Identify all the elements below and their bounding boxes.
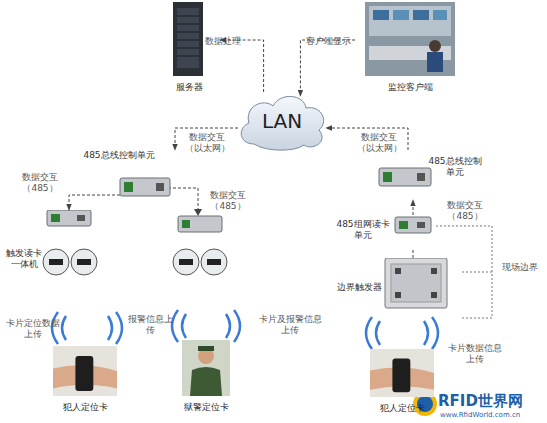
card-node: 狱警定位卡 [170,338,242,420]
annotation-label: 现场边界 [496,262,544,273]
control-unit: 485总线控制单元 [375,150,485,200]
node-label: 服务器 [158,82,220,93]
annotation-label: 卡片及报警信息上传 [258,314,322,336]
edge-label: 数据交互（以太网） [182,132,232,154]
network-reader: 485组网读卡单元 [335,215,435,250]
edge-label: 数据交互（以太网） [354,132,404,154]
reader-device [173,216,227,275]
annotation-label: 报警信息上传 [126,314,174,336]
connector-arrow [175,128,238,150]
connector-arrow [69,195,120,210]
node-label: 触发读卡一体机 [5,248,43,270]
node-label: 狱警定位卡 [170,402,242,413]
node-label: 监控客户端 [355,82,465,93]
annotation-label: 数据交互（485） [205,190,251,212]
connector-arrow [413,200,414,215]
annotation-label: www.RfidWorld.com.cn [440,411,546,420]
leader-arrow [168,188,198,213]
edge-label: 数据交互（485） [16,172,64,194]
connector-arrow [220,40,264,92]
wireless-waves [52,310,438,349]
connector-arrow [326,128,408,150]
client-node: 监控客户端 [355,2,465,97]
card-node: 犯人定位卡 [360,345,445,420]
arrow-head [194,209,202,216]
edge-label: 数据处理 [198,36,248,47]
card-node: 犯人定位卡 [45,340,125,420]
reader-node: 触发读卡一体机 [5,210,100,290]
connector-arrow [300,40,355,96]
annotation-label: RFID世界网 [438,393,546,410]
edge-label: 数据交互（485） [440,200,490,222]
lan-cloud: LAN [236,92,328,152]
annotation-label: 卡片定位数据上传 [2,318,64,340]
boundary-trigger: 边界触发器 [335,258,460,310]
server-node: 服务器 [158,2,220,97]
node-label: 485组网读卡单元 [335,219,391,241]
node-label: 犯人定位卡 [45,402,125,413]
edge-label: 客户端显示 [300,36,356,47]
control-unit: 485总线控制单元 [80,150,190,205]
node-label: 犯人定位卡 [360,403,445,414]
annotation-label: 卡片数据信息上传 [448,343,502,365]
node-label: 边界触发器 [335,282,383,293]
connector-arrow [413,250,414,258]
node-label: 485总线控制单元 [80,150,158,161]
node-label: LAN [236,109,328,133]
node-label: 485总线控制单元 [427,156,483,178]
